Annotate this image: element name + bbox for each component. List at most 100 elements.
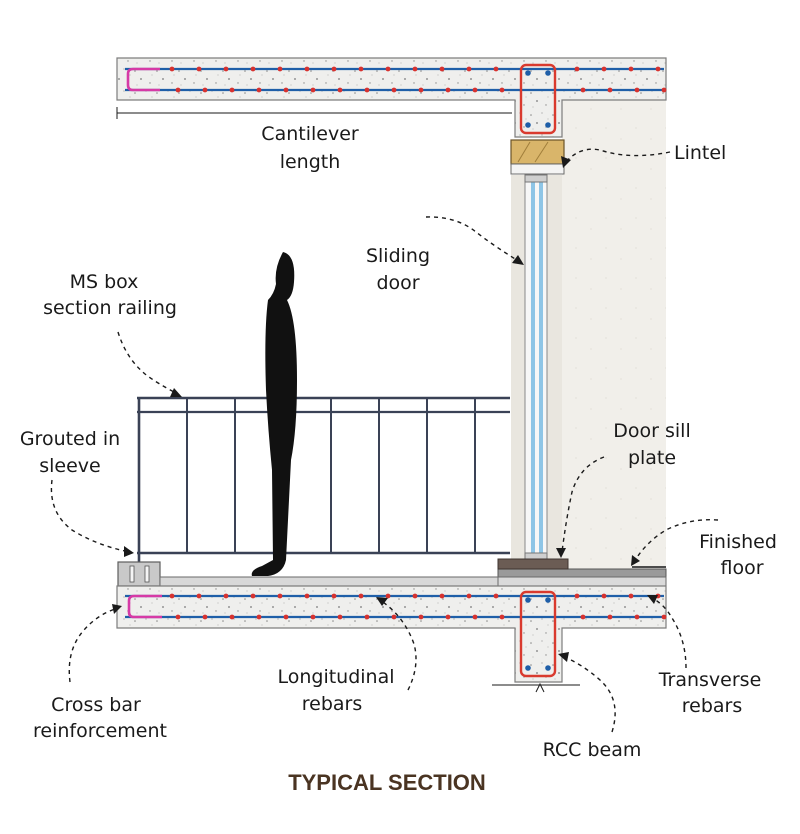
rebar-dot	[391, 87, 397, 93]
rebar-dot	[418, 87, 424, 93]
rebar-dot	[499, 614, 505, 620]
cantilever-dimension-line	[116, 107, 512, 119]
rebar-dot	[283, 614, 289, 620]
rebar-dot	[418, 614, 424, 620]
label-sliding-2: door	[376, 272, 419, 294]
rebar-dot	[445, 87, 451, 93]
rebar-dot	[250, 593, 256, 599]
rebar-dot	[358, 593, 364, 599]
rebar-dot	[337, 87, 343, 93]
rebar-dot	[304, 593, 310, 599]
rebar-dot	[493, 593, 499, 599]
rebar-dot	[601, 66, 607, 72]
label-crossbar-2: reinforcement	[33, 720, 167, 742]
rebar-dot	[277, 593, 283, 599]
ms-box-railing	[137, 396, 510, 564]
label-finished-2: floor	[720, 557, 763, 579]
rebar-dot	[655, 66, 661, 72]
rebar-dot	[202, 87, 208, 93]
top-hook-bar	[126, 67, 160, 92]
label-door-sill-2: plate	[628, 447, 676, 469]
rebar-dot	[169, 593, 175, 599]
rebar-dot	[337, 614, 343, 620]
sliding-door	[511, 174, 562, 561]
rebar-dot	[277, 66, 283, 72]
rebar-dot	[412, 593, 418, 599]
rebar-dot	[391, 614, 397, 620]
bottom-slab	[116, 585, 667, 693]
rebar-dot	[331, 593, 337, 599]
label-finished: Finished	[699, 531, 777, 553]
rebar-dot	[169, 66, 175, 72]
rebar-dot	[466, 593, 472, 599]
rebar-dot	[364, 87, 370, 93]
rebar-dot	[223, 66, 229, 72]
rebar-dot	[283, 87, 289, 93]
rebar-dot	[607, 614, 613, 620]
rebar-dot	[175, 87, 181, 93]
rebar-dot	[634, 614, 640, 620]
rebar-dot	[229, 87, 235, 93]
rebar-dot	[439, 66, 445, 72]
top-beam-stirrup	[519, 63, 557, 135]
rebar-dot	[385, 593, 391, 599]
rebar-dot	[661, 614, 667, 620]
lintel	[510, 139, 565, 175]
rebar-dot	[364, 614, 370, 620]
rebar-dot	[256, 87, 262, 93]
labels: Cantilever length Lintel Sliding door MS…	[20, 123, 777, 761]
label-longitudinal: Longitudinal	[277, 666, 394, 688]
rebar-dot	[196, 66, 202, 72]
rebar-dot	[601, 593, 607, 599]
rebar-dot	[628, 66, 634, 72]
rebar-dot	[250, 66, 256, 72]
rebar-dot	[223, 593, 229, 599]
rebar-dot	[439, 593, 445, 599]
label-transverse: Transverse	[658, 669, 762, 691]
rebar-dot	[412, 66, 418, 72]
rebar-dot	[445, 614, 451, 620]
rebar-dot	[472, 614, 478, 620]
rebar-dot	[628, 593, 634, 599]
rebar-dot	[472, 87, 478, 93]
label-cantilever-2: length	[280, 151, 341, 173]
rebar-dot	[574, 66, 580, 72]
label-rcc-beam: RCC beam	[543, 739, 642, 761]
label-railing-2: section railing	[43, 297, 177, 319]
rebar-dot	[358, 66, 364, 72]
rebar-dot	[634, 87, 640, 93]
label-sliding: Sliding	[366, 245, 430, 267]
rebar-dot	[580, 87, 586, 93]
rcc-beam-stirrup	[519, 590, 557, 678]
rebar-dot	[310, 614, 316, 620]
rebar-dot	[229, 614, 235, 620]
rebar-dot	[607, 87, 613, 93]
rebar-dot	[385, 66, 391, 72]
rebar-dot	[196, 593, 202, 599]
label-longitudinal-2: rebars	[302, 693, 363, 715]
label-door-sill: Door sill	[613, 420, 690, 442]
rebar-dot	[310, 87, 316, 93]
person-silhouette-icon	[251, 252, 297, 576]
rebar-dot	[202, 614, 208, 620]
leader-lines	[50, 148, 719, 733]
label-grouted-2: sleeve	[39, 455, 101, 477]
rebar-dot	[580, 614, 586, 620]
rebar-dot	[175, 614, 181, 620]
rebar-dot	[466, 66, 472, 72]
label-transverse-2: rebars	[682, 695, 743, 717]
label-grouted: Grouted in	[20, 428, 120, 450]
rebar-dot	[493, 66, 499, 72]
diagram-title: TYPICAL SECTION	[288, 770, 486, 795]
label-crossbar: Cross bar	[51, 694, 141, 716]
bottom-hook-bar	[127, 594, 162, 619]
rebar-dot	[304, 66, 310, 72]
label-lintel: Lintel	[674, 142, 726, 164]
label-cantilever: Cantilever	[261, 123, 359, 145]
leader-arrowheads	[112, 156, 658, 662]
rebar-dot	[661, 87, 667, 93]
label-railing: MS box	[70, 271, 139, 293]
rebar-dot	[331, 66, 337, 72]
